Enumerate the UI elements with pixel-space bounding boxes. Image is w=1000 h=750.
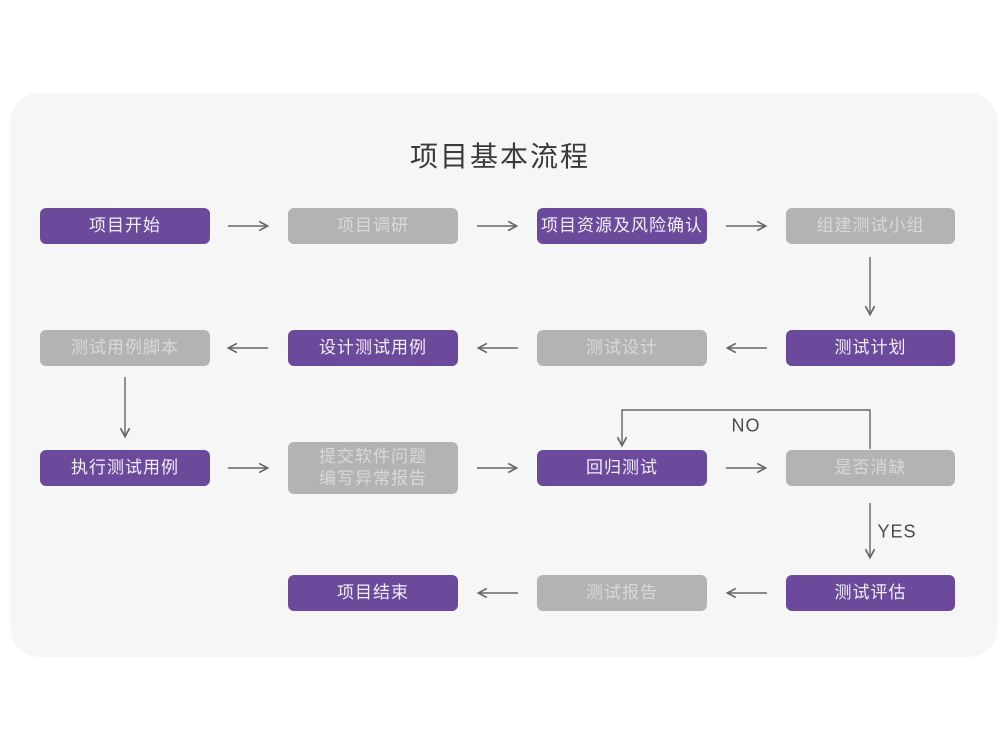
flow-node-execute: 执行测试用例 bbox=[40, 450, 210, 486]
flow-node-label: 项目结束 bbox=[337, 582, 409, 602]
flow-node-test-report: 测试报告 bbox=[537, 575, 707, 611]
flow-node-label: 项目开始 bbox=[89, 215, 161, 235]
flow-node-label: 提交软件问题 编写异常报告 bbox=[319, 446, 427, 488]
flow-node-case-design: 设计测试用例 bbox=[288, 330, 458, 366]
flow-node-label: 测试设计 bbox=[586, 337, 658, 357]
flow-node-label: 执行测试用例 bbox=[71, 457, 179, 477]
flow-node-label: 回归测试 bbox=[586, 457, 658, 477]
flow-node-team: 组建测试小组 bbox=[786, 208, 955, 244]
flow-node-design: 测试设计 bbox=[537, 330, 707, 366]
flow-node-label: 组建测试小组 bbox=[816, 215, 925, 235]
flow-node-case-script: 测试用例脚本 bbox=[40, 330, 210, 366]
flow-node-issue-report: 提交软件问题 编写异常报告 bbox=[288, 442, 458, 494]
flow-node-end: 项目结束 bbox=[288, 575, 458, 611]
flow-node-label: 测试评估 bbox=[834, 582, 907, 602]
flowchart-card-background bbox=[10, 93, 998, 657]
flow-node-label: 项目调研 bbox=[337, 215, 409, 235]
flow-node-label: 测试报告 bbox=[586, 582, 658, 602]
branch-label-no: NO bbox=[731, 415, 761, 436]
flow-node-plan: 测试计划 bbox=[786, 330, 955, 366]
flow-node-defect-check: 是否消缺 bbox=[786, 450, 955, 486]
flow-node-regression: 回归测试 bbox=[537, 450, 707, 486]
flow-node-label: 项目资源及风险确认 bbox=[541, 215, 703, 235]
branch-label-yes: YES bbox=[877, 521, 917, 542]
flow-node-research: 项目调研 bbox=[288, 208, 458, 244]
flow-arrow-check-to-regression-no bbox=[616, 409, 871, 449]
flow-node-risk: 项目资源及风险确认 bbox=[537, 208, 707, 244]
diagram-title: 项目基本流程 bbox=[409, 141, 590, 172]
flow-node-label: 设计测试用例 bbox=[319, 337, 427, 357]
flow-node-label: 是否消缺 bbox=[834, 457, 907, 477]
flow-node-label: 测试计划 bbox=[834, 337, 907, 357]
flow-node-start: 项目开始 bbox=[40, 208, 210, 244]
flow-node-evaluate: 测试评估 bbox=[786, 575, 955, 611]
flow-node-label: 测试用例脚本 bbox=[71, 337, 179, 357]
